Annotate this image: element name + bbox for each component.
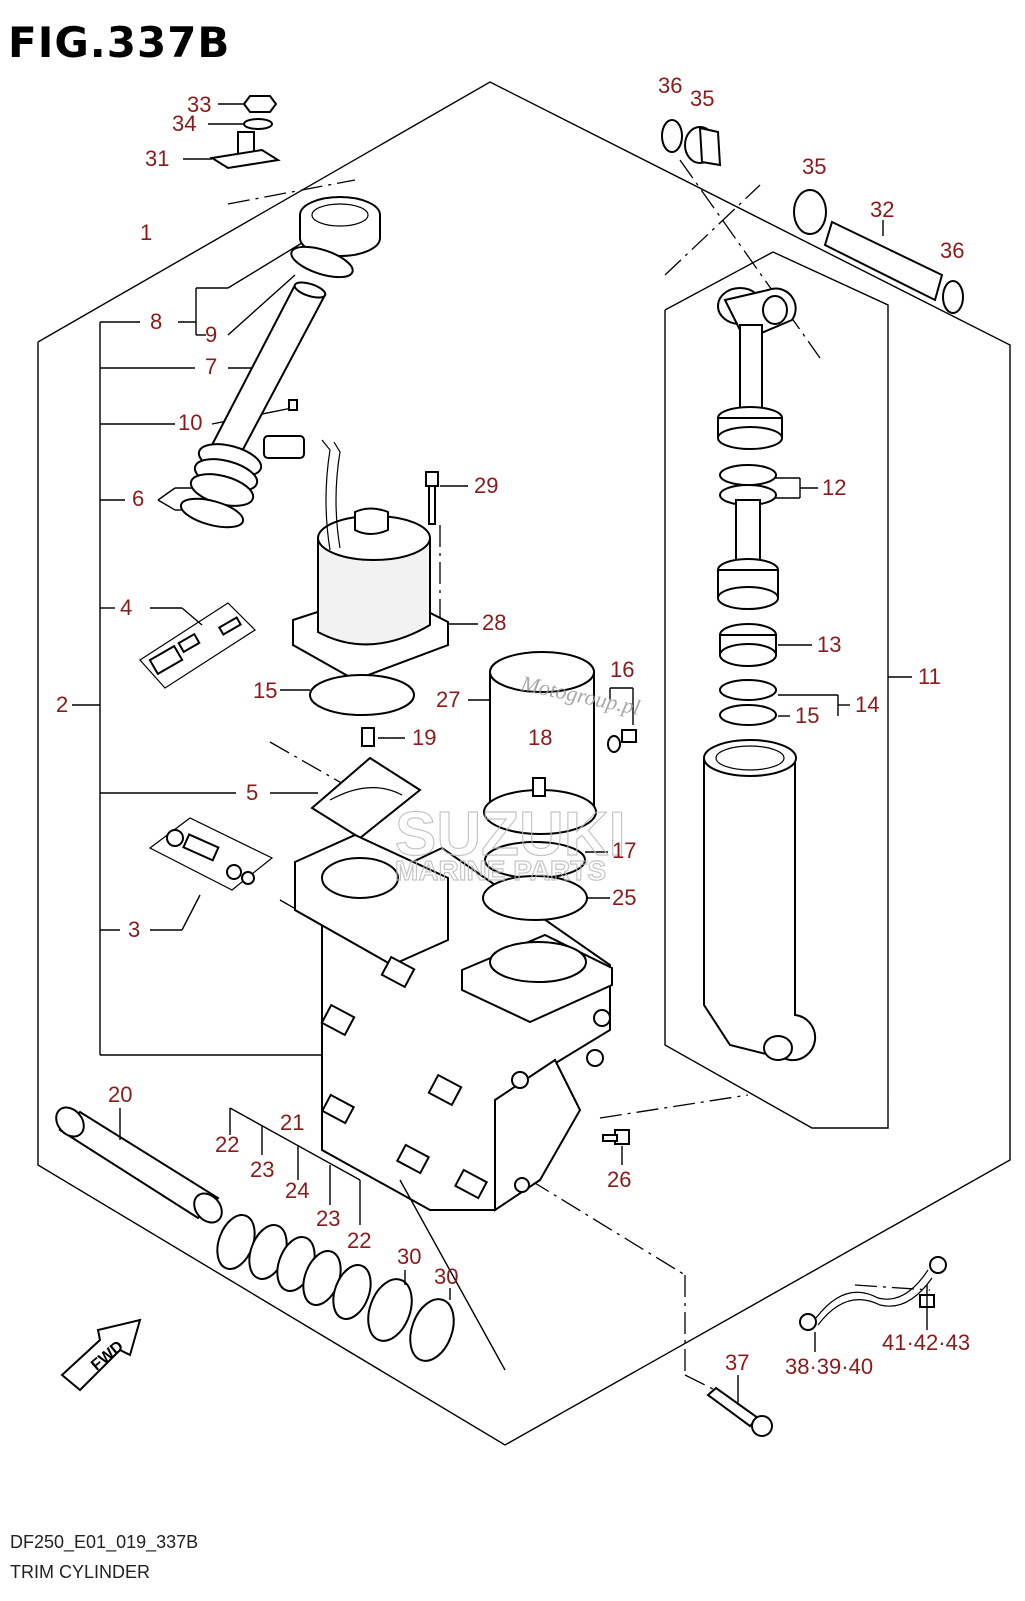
callout-10: 10 [178, 410, 202, 435]
left-bracket-lines [72, 237, 322, 1056]
callout-11: 11 [918, 664, 941, 689]
callout-31: 31 [145, 146, 169, 171]
callout-14: 14 [855, 692, 879, 717]
callout-9: 9 [205, 322, 217, 347]
watermark-sub: MARINE PARTS [395, 855, 606, 886]
ground-cable-38-43 [799, 1256, 947, 1352]
piston-6 [179, 443, 263, 529]
plate-5-screw-19 [310, 727, 422, 840]
callout-36-right: 36 [940, 238, 964, 263]
callout-30-right: 30 [434, 1264, 458, 1289]
assembly-outline [37, 81, 1011, 1446]
callout-12: 12 [822, 475, 846, 500]
bolt-26 [602, 1129, 630, 1165]
callout-30-left: 30 [397, 1244, 421, 1269]
housing-2 [294, 833, 613, 1212]
callout-numbers: 1 2 3 4 5 6 7 8 9 10 11 12 13 14 15 15 1… [56, 73, 970, 1379]
rod-7 [210, 281, 327, 457]
callout-35-right: 35 [802, 154, 826, 179]
rings-21-30 [216, 1107, 506, 1371]
fitting-31-33-34 [183, 95, 281, 170]
diagram-code: DF250_E01_019_337B [10, 1532, 199, 1552]
callout-25: 25 [612, 885, 636, 910]
callout-28: 28 [482, 610, 506, 635]
plug-16 [607, 729, 637, 753]
callout-15-motor: 15 [253, 678, 277, 703]
callout-16: 16 [610, 657, 634, 682]
shaft-20 [55, 1106, 223, 1224]
callout-23-right: 23 [316, 1206, 340, 1231]
callout-13: 13 [817, 632, 841, 657]
callout-8: 8 [150, 309, 162, 334]
bolt-29 [425, 471, 468, 525]
callout-24: 24 [285, 1178, 309, 1203]
callout-18: 18 [528, 725, 552, 750]
callout-22-left: 22 [215, 1132, 239, 1157]
oring-15-motor [280, 674, 415, 716]
reservoir-27 [468, 651, 597, 835]
watermark-brand: SUZUKI [395, 800, 626, 869]
callout-35-top: 35 [690, 86, 714, 111]
callout-21: 21 [280, 1110, 304, 1135]
callout-3: 3 [128, 917, 140, 942]
callout-19: 19 [412, 725, 436, 750]
callout-37: 37 [725, 1350, 749, 1375]
pin-32-bushing-35-clip-36 [661, 119, 964, 314]
callout-33: 33 [187, 92, 211, 117]
motor-28 [263, 435, 478, 682]
callout-7: 7 [205, 354, 217, 379]
tilt-cylinder-11 [703, 287, 817, 1062]
orings-17-25 [482, 841, 610, 921]
callout-1: 1 [140, 220, 152, 245]
callout-34: 34 [172, 111, 196, 136]
callout-41-42-43: 41·42·43 [882, 1330, 970, 1355]
callout-32: 32 [870, 197, 894, 222]
bolt-37 [706, 1375, 773, 1437]
callout-36-top: 36 [658, 73, 682, 98]
callout-38-39-40: 38·39·40 [785, 1354, 873, 1379]
callout-27: 27 [436, 687, 460, 712]
callout-5: 5 [246, 780, 258, 805]
callout-15-cylinder: 15 [795, 703, 819, 728]
right-bracket-lines [609, 477, 912, 725]
callout-22-right: 22 [347, 1228, 371, 1253]
valve-3 [148, 817, 274, 891]
callout-26: 26 [607, 1167, 631, 1192]
callout-6: 6 [132, 486, 144, 511]
callout-20: 20 [108, 1082, 132, 1107]
callout-17: 17 [612, 838, 636, 863]
fwd-arrow-icon: FWD [60, 1318, 142, 1392]
callout-4: 4 [120, 595, 132, 620]
diagram-name: TRIM CYLINDER [10, 1562, 151, 1582]
cap-8-oring-9 [290, 196, 381, 279]
valve-4 [139, 602, 256, 689]
callout-23-left: 23 [250, 1157, 274, 1182]
callout-2: 2 [56, 692, 68, 717]
cylinder-outline [664, 251, 889, 1129]
figure-title: FIG.337B [8, 18, 231, 67]
callout-29: 29 [474, 473, 498, 498]
